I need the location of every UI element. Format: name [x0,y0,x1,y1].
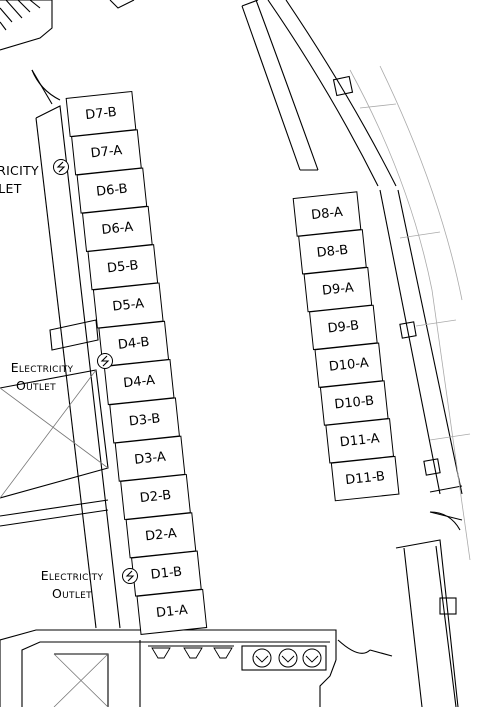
booth-label: D4-A [123,373,156,391]
booth-d3-a: D3-A [114,435,186,482]
booth-label: D7-A [90,143,123,161]
booth-d1-a: D1-A [136,588,208,635]
booth-d11-a: D11-A [325,418,395,464]
toilet-icon [183,647,203,659]
outlet-label-top-line2: LET [0,181,22,196]
booth-d2-a: D2-A [125,512,197,559]
electricity-outlet-icon [122,568,138,584]
booth-label: D6-B [95,181,128,199]
booth-d4-a: D4-A [103,359,175,406]
outlet-label-bottom: Electricity Outlet [41,568,104,601]
outlet-label-middle-line2: Outlet [16,378,56,393]
booth-label: D1-A [155,603,188,621]
sink-icon [302,648,322,668]
booth-label: D4-B [117,335,150,353]
booth-box [136,588,208,635]
booth-label: D3-B [128,411,161,429]
outlet-label-middle: Electricity Outlet [11,360,74,393]
outlet-label-top-line1: RICITY [0,163,39,178]
booth-d6-b: D6-B [76,167,148,214]
booth-d11-b: D11-B [330,455,400,502]
booth-d8-a: D8-A [292,191,362,237]
booth-d9-b: D9-B [309,304,378,351]
electricity-outlet-icon [97,353,113,369]
booth-label: D8-B [316,243,349,261]
outlet-label-middle-line1: Electricity [11,360,74,375]
booth-label: D8-A [311,205,344,223]
outlet-label-top: RICITY LET [0,163,39,196]
booth-d6-a: D6-A [81,205,153,252]
booth-label: D6-A [101,220,134,238]
toilet-icon [151,647,171,659]
outlet-label-bottom-line2: Outlet [52,586,92,601]
sink-icon [252,648,272,668]
restroom-fixtures [148,645,327,671]
booth-d5-b: D5-B [87,244,159,291]
booth-label: D9-A [321,280,354,298]
booth-d3-b: D3-B [109,397,180,444]
booth-label: D11-A [339,431,380,450]
booth-label: D11-B [345,469,386,488]
booth-label: D2-B [139,488,172,506]
booth-d1-b: D1-B [131,550,202,597]
booth-d7-b: D7-B [65,90,137,138]
booth-d8-b: D8-B [298,229,367,275]
booth-box [330,455,400,502]
booth-d10-b: D10-B [319,380,389,426]
booth-label: D3-A [134,450,167,468]
booth-label: D10-A [328,356,369,375]
booth-label: D1-B [150,564,183,582]
booth-label: D10-B [334,393,375,412]
booth-d9-a: D9-A [303,266,373,313]
outlet-label-bottom-line1: Electricity [41,568,104,583]
booth-label: D7-B [85,105,118,123]
toilet-icon [213,647,233,659]
booth-d10-a: D10-A [314,342,384,388]
booth-d2-b: D2-B [120,473,191,521]
booth-label: D9-B [327,318,360,336]
right-booth-column: D8-A D8-B D9-A D9-B D10-A D10-B D11-A D11-B [292,191,400,502]
sink-icon [278,648,298,668]
booth-d5-a: D5-A [92,282,164,329]
booth-d7-a: D7-A [71,129,142,176]
booth-label: D5-B [106,258,139,276]
booth-label: D5-A [112,296,145,314]
booth-d4-b: D4-B [98,320,170,367]
booth-label: D2-A [144,526,177,544]
left-booth-column: D7-B D7-A D6-B D6-A D5-B D5-A D4-B D4-A D3-B D3-A… [65,90,208,635]
electricity-outlet-icon [53,159,69,175]
